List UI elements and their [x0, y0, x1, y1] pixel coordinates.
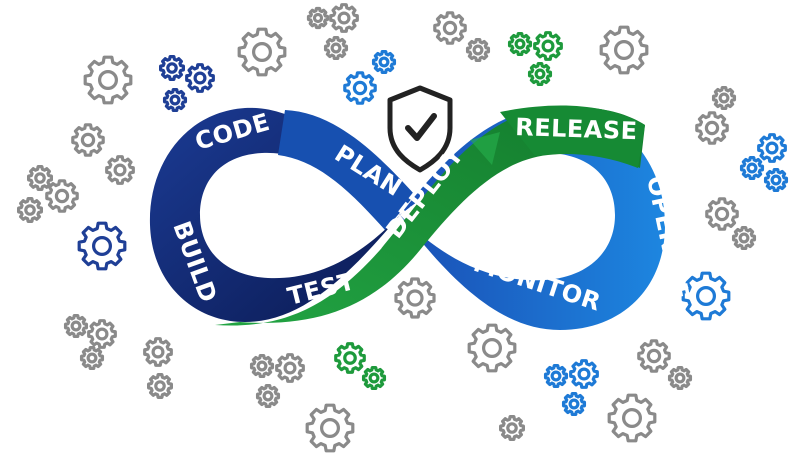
gear-icon [162, 87, 188, 113]
gear-icon [705, 197, 739, 231]
gear-icon [561, 391, 587, 417]
gear-icon [695, 111, 729, 145]
gear-icon [731, 225, 757, 251]
gear-icon [237, 27, 287, 77]
gear-icon [185, 63, 215, 93]
gear-icon [543, 363, 569, 389]
gear-icon [711, 85, 737, 111]
gear-icon [275, 353, 305, 383]
gear-icon [147, 373, 173, 399]
gear-icon [27, 165, 53, 191]
gear-icon [105, 155, 135, 185]
gear-icon [45, 179, 79, 213]
gear-icon [63, 313, 89, 339]
gear-icon [83, 55, 133, 105]
gear-icon [361, 365, 387, 391]
gear-icon [467, 323, 517, 373]
gear-icon [329, 3, 359, 33]
gear-icon [667, 365, 693, 391]
gear-icon [681, 271, 731, 321]
gear-icon [599, 25, 649, 75]
stage-label-release: RELEASE [515, 113, 638, 145]
shield-check-icon [387, 85, 453, 173]
gear-icon [757, 133, 787, 163]
gear-icon [143, 337, 173, 367]
gear-icon [569, 359, 599, 389]
gear-icon [305, 403, 355, 453]
gear-icon [71, 123, 105, 157]
deploy-arrow [470, 132, 500, 165]
gear-icon [371, 49, 397, 75]
gear-icon [527, 61, 553, 87]
gear-icon [394, 277, 436, 319]
gear-icon [334, 342, 366, 374]
gear-icon [607, 393, 657, 443]
loop-green-band [215, 107, 645, 326]
gear-icon [17, 197, 43, 223]
gear-icon [79, 345, 105, 371]
gear-icon [77, 221, 127, 271]
gear-icon [249, 353, 275, 379]
gear-icon [87, 319, 117, 349]
gear-icon [306, 6, 330, 30]
gear-icon [323, 35, 349, 61]
gear-icon [159, 55, 185, 81]
gear-icon [499, 415, 525, 441]
gear-icon [739, 155, 765, 181]
gear-icon [507, 31, 533, 57]
gear-icon [637, 339, 671, 373]
gear-icon [343, 71, 377, 105]
loop-release-segment [500, 105, 645, 168]
loop-plan-segment [278, 110, 415, 230]
gear-icon [763, 167, 789, 193]
gear-icon [533, 31, 563, 61]
gear-icon [255, 383, 281, 409]
gear-icon [433, 11, 467, 45]
infinity-loop [149, 105, 665, 330]
background-gears [17, 3, 789, 453]
gear-icon [465, 37, 491, 63]
